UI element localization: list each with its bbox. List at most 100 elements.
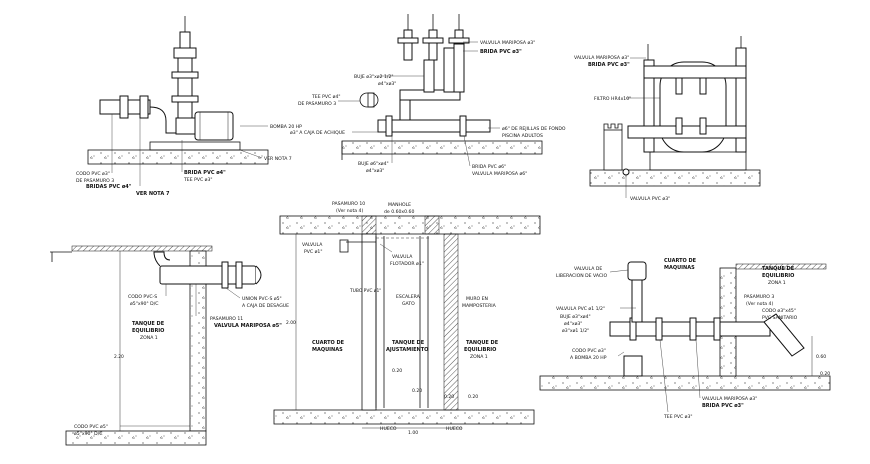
label-tanque-2: EQUILIBRIO: [132, 328, 164, 334]
label-manhole-2: de 0.60x0.60: [384, 209, 414, 215]
label-codo-pvc-1: CODO PVC ø3": [572, 348, 606, 354]
label-cuarto-1: CUARTO DE: [664, 258, 697, 264]
label-filtro: FILTRO HR4x10": [594, 96, 631, 102]
label-caja-achique: ø3" A CAJA DE ACHIQUE: [290, 130, 345, 136]
label-tanque-3: ZONA 1: [140, 335, 158, 341]
label-hueco-2: HUECO: [446, 426, 463, 432]
label-pasamuro: PASAMURO 11: [210, 316, 243, 322]
masonry-wall: [443, 233, 459, 411]
detail-balance-tank-section: 2.20 CODO PVC-S ø5"x90° D/C UNION PVC-S …: [50, 245, 289, 446]
label-dim-020c: 0.20: [444, 394, 454, 400]
label-tanque-eq-3: ZONA 1: [470, 354, 488, 360]
label-bomba: BOMBA 20 HP: [270, 124, 302, 130]
label-ver-nota: (Ver nota 4): [746, 301, 773, 307]
label-tanque-3: ZONA 1: [768, 280, 786, 286]
label-cuarto-1: CUARTO DE: [312, 340, 345, 346]
label-brida-pvc-6: BRIDA PVC ø6": [472, 164, 506, 170]
label-muro-1: MURO EN: [466, 296, 488, 302]
label-valvula-pvc: VALVULA PVC ø3": [630, 196, 670, 202]
label-codo-pvc-2: A BOMBA 20 HP: [570, 355, 607, 361]
label-manhole-1: MANHOLE: [388, 202, 411, 208]
label-escalera-1: ESCALERA: [396, 294, 421, 300]
label-buje-2: ø4"xø3": [378, 81, 396, 87]
label-buje-3: ø3"xø1 1/2": [562, 328, 589, 334]
label-valvula-pvc: VALVULA PVC ø1 1/2": [556, 306, 605, 312]
label-tanque-ajuste-1: TANQUE DE: [392, 340, 425, 346]
label-buje-1: BUJE ø3"xø4": [560, 314, 591, 320]
label-tee-pvc: TEE PVC ø3": [183, 177, 213, 183]
pump-motor: [194, 111, 234, 141]
label-tanque-1: TANQUE DE: [762, 266, 795, 272]
label-dim-b: 0.20: [820, 371, 830, 377]
label-codo-2: ø5"x90° D/C: [130, 301, 158, 307]
label-valvula-pvc-2: PVC ø1": [304, 249, 322, 255]
label-codo-pvc: CODO PVC ø3": [76, 171, 110, 177]
label-muro-2: MAMPOSTERIA: [462, 303, 497, 309]
label-valvula-mariposa: VALVULA MARIPOSA ø3": [702, 396, 757, 402]
label-valvula-mariposa: VALVULA MARIPOSA ø5": [214, 323, 282, 329]
detail-filter: VALVULA MARIPOSA ø3" BRIDA PVC ø3" FILTR…: [574, 36, 761, 202]
label-dim-bottom: 1.00: [408, 430, 418, 436]
label-valvula-lib-2: LIBERACION DE VACIO: [556, 273, 607, 279]
control-tower: [603, 129, 623, 171]
label-ver-nota-7: VER NOTA 7: [136, 191, 170, 197]
label-hueco-1: HUECO: [380, 426, 397, 432]
vertical-discharge-pipe: [177, 55, 193, 119]
label-valvula-lib-1: VALVULA DE: [574, 266, 602, 272]
label-dim-height: 2.20: [114, 354, 124, 360]
label-codo-45-1: CODO ø3"x45°: [762, 308, 796, 314]
label-valvula-mariposa-6: VALVULA MARIPOSA ø6": [472, 171, 527, 177]
label-rejillas: ø6" DE REJILLAS DE FONDO: [502, 126, 566, 132]
label-codo-1: CODO PVC-S: [128, 294, 157, 300]
label-valvula-pvc-1: VALVULA: [302, 242, 323, 248]
label-valvula-flot-2: FLOTADOR ø1": [390, 261, 424, 267]
label-valvula-flot-1: VALVULA: [392, 254, 413, 260]
label-brida-pvc: BRIDA PVC ø3": [588, 62, 630, 68]
label-pasamuro: PASAMURO 10: [332, 201, 365, 207]
label-tanque-1: TANQUE DE: [132, 321, 165, 327]
label-pasamuro: DE PASAMURO 3: [76, 178, 114, 184]
label-valvula-mariposa: VALVULA MARIPOSA ø3": [574, 55, 629, 61]
label-brida-pvc: BRIDA PVC ø3": [480, 49, 522, 55]
label-cuarto-2: MAQUINAS: [664, 265, 695, 271]
label-ver-nota: (Ver nota 4): [336, 208, 363, 214]
label-cuarto-2: MAQUINAS: [312, 347, 343, 353]
label-buje-4: ø4"xø3": [366, 168, 384, 174]
label-tanque-ajuste-2: AJUSTAMIENTO: [386, 347, 428, 353]
label-ver-nota: VER NOTA 7: [264, 156, 292, 162]
label-pasamuro: PASAMURO 3: [744, 294, 774, 300]
label-dim-020a: 0.20: [392, 368, 402, 374]
label-codo-4: ø5"x90° D/C: [74, 431, 102, 437]
vacuum-release-valve: [627, 261, 647, 281]
label-brida-pvc: BRIDA PVC ø3": [702, 403, 744, 409]
label-buje-1: BUJE ø3"xø2 1/2": [354, 74, 394, 80]
label-buje-2: ø4"xø3": [564, 321, 582, 327]
label-tee-pvc: TEE PVC ø4": [311, 94, 341, 100]
detail-pump-assembly: BOMBA 20 HP VER NOTA 7 CODO PVC ø3" DE P…: [76, 16, 302, 197]
label-tee-pvc: TEE PVC ø3": [663, 414, 693, 420]
label-tanque-eq-1: TANQUE DE: [466, 340, 499, 346]
label-piscina: PISCINA ADULTOS: [502, 133, 543, 139]
label-valvula-mariposa: VALVULA MARIPOSA ø3": [480, 40, 535, 46]
detail-machine-room-section: 2.00 1.00 0.20 0.20 0.20 0.20 PASAMURO 1…: [273, 201, 541, 436]
label-codo-45-2: PVC SANITARIO: [762, 315, 798, 321]
label-tubo: TUBO PVC ø1": [349, 288, 381, 294]
label-codo-3: CODO PVC ø5": [74, 424, 108, 430]
label-dim-020b: 0.20: [412, 388, 422, 394]
label-dim-a: 0.60: [816, 354, 826, 360]
horizontal-header-pipe: [377, 119, 491, 133]
label-tanque-2: EQUILIBRIO: [762, 273, 794, 279]
detail-manifold: VALVULA MARIPOSA ø3" BRIDA PVC ø3" BUJE …: [290, 14, 566, 177]
label-dim-020d: 0.20: [468, 394, 478, 400]
label-tanque-eq-2: EQUILIBRIO: [464, 347, 496, 353]
label-union-1: UNION PVC-S ø5": [242, 296, 282, 302]
label-pasamuro: DE PASAMURO 3: [298, 101, 336, 107]
label-escalera-2: GATO: [402, 301, 415, 307]
label-union-2: A CAJA DE DESAGUE: [242, 303, 289, 309]
detail-vacuum-release: 0.60 0.20 VALVULA DE LIBERACION DE VACIO…: [539, 258, 831, 420]
label-dim-left: 2.00: [286, 320, 296, 326]
label-brida-pvc: BRIDA PVC ø4": [184, 170, 226, 176]
label-buje-3: BUJE ø6"xø4": [358, 161, 389, 167]
label-bridas-pvc: BRIDAS PVC ø4": [86, 184, 132, 190]
